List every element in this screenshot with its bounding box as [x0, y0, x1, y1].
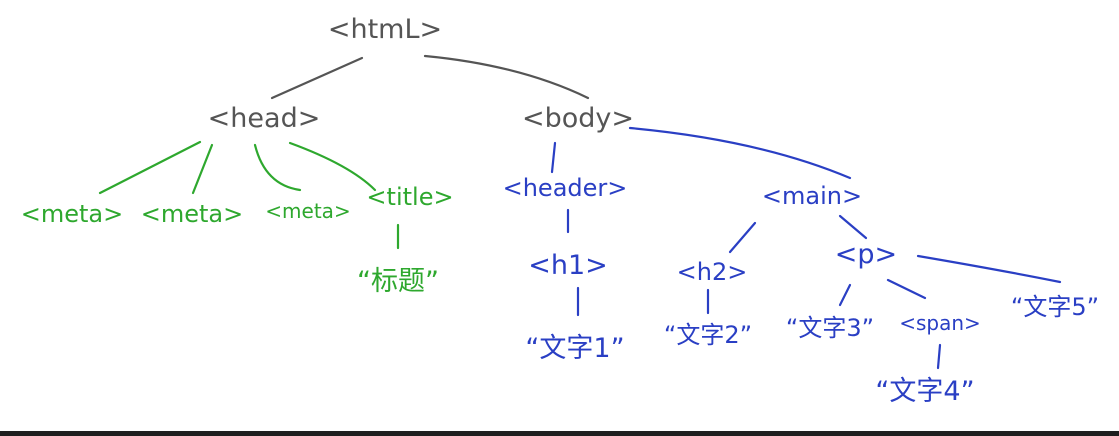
- node-p: <p>: [835, 239, 897, 270]
- edge-head-title: [288, 141, 377, 192]
- node-body: <body>: [522, 103, 634, 134]
- edge-main-h2: [728, 221, 757, 254]
- edge-head-meta2: [191, 143, 214, 195]
- edge-head-meta1: [98, 140, 202, 195]
- node-span-text: “文字4”: [875, 376, 974, 407]
- node-meta-1: <meta>: [21, 200, 123, 228]
- node-h1: <h1>: [528, 250, 608, 281]
- node-html: <htmL>: [328, 14, 442, 45]
- edge-p-text3: [838, 283, 852, 307]
- node-h2: <h2>: [677, 258, 748, 286]
- edge-span-text: [936, 343, 942, 370]
- edge-html-body: [423, 54, 590, 100]
- edge-head-meta3: [253, 143, 302, 192]
- node-span: <span>: [899, 311, 981, 335]
- edge-main-p: [838, 214, 868, 240]
- node-head: <head>: [208, 103, 321, 134]
- node-h2-text: “文字2”: [664, 321, 752, 349]
- node-h1-text: “文字1”: [525, 333, 624, 364]
- bottom-border: [0, 431, 1119, 436]
- node-p-text3: “文字3”: [786, 314, 874, 342]
- node-title-text: “标题”: [357, 266, 439, 297]
- node-header: <header>: [503, 174, 628, 202]
- node-title: <title>: [366, 183, 453, 211]
- node-p-text5: “文字5”: [1011, 293, 1099, 321]
- node-main: <main>: [762, 182, 862, 210]
- edge-body-main: [628, 126, 852, 180]
- edge-html-head: [270, 56, 364, 100]
- node-meta-2: <meta>: [141, 200, 243, 228]
- node-meta-3: <meta>: [265, 199, 350, 223]
- edge-p-span: [886, 278, 927, 300]
- edge-body-header: [550, 141, 557, 174]
- edge-p-text5: [916, 254, 1062, 284]
